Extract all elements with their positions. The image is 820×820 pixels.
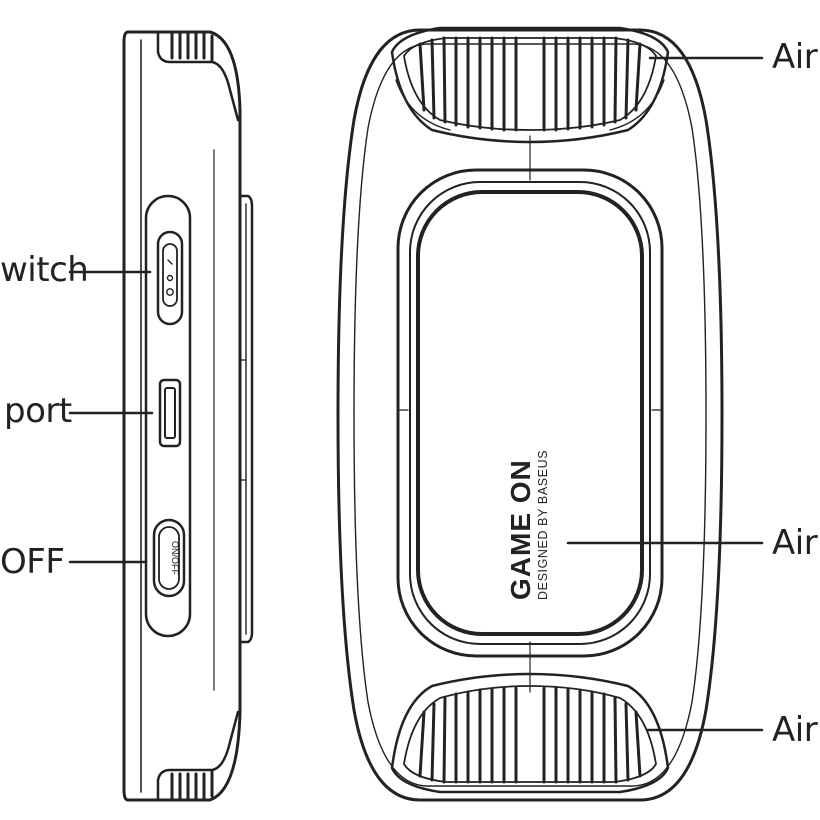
center-pad-inner [416,190,644,636]
brand-subtitle: DESIGNED BY BASEUS [536,450,550,600]
label-air-bottom: Air c [772,710,820,750]
side-view-switch [156,230,184,326]
side-view-top-ridges [170,32,214,62]
bottom-vent-inner [403,685,657,783]
center-pad-middle [409,181,651,645]
side-view-port-inner [164,387,176,439]
side-view-power-button [152,518,186,598]
label-port: port [4,391,72,431]
label-onoff: OFF [0,542,65,582]
brand-title: GAME ON [505,459,536,600]
power-button-text: ON/OFF [170,541,180,575]
top-vent-inner [403,37,657,131]
bottom-vent-grille [418,686,642,784]
front-view [336,26,764,802]
center-pad-outer [396,168,664,658]
label-air-top: Air c [772,37,820,77]
label-air-middle: Air i [772,523,820,563]
side-view-port [158,378,182,448]
top-vent-housing [390,26,670,144]
label-switch: witch [0,250,89,290]
side-view-clip [238,194,254,644]
front-view-inner-contour [353,43,707,787]
side-view-bottom-tab [156,710,240,802]
side-view-top-tab [156,30,240,122]
side-view: ON/OFF [68,30,254,802]
side-view-body-outline [122,30,242,802]
side-view-bottom-ridges [170,770,214,800]
top-vent-shadow [395,79,451,131]
front-view-body-outline [336,28,724,802]
top-vent-grille [418,36,642,132]
side-view-controls-panel [144,194,192,638]
bottom-vent-housing [390,672,670,794]
